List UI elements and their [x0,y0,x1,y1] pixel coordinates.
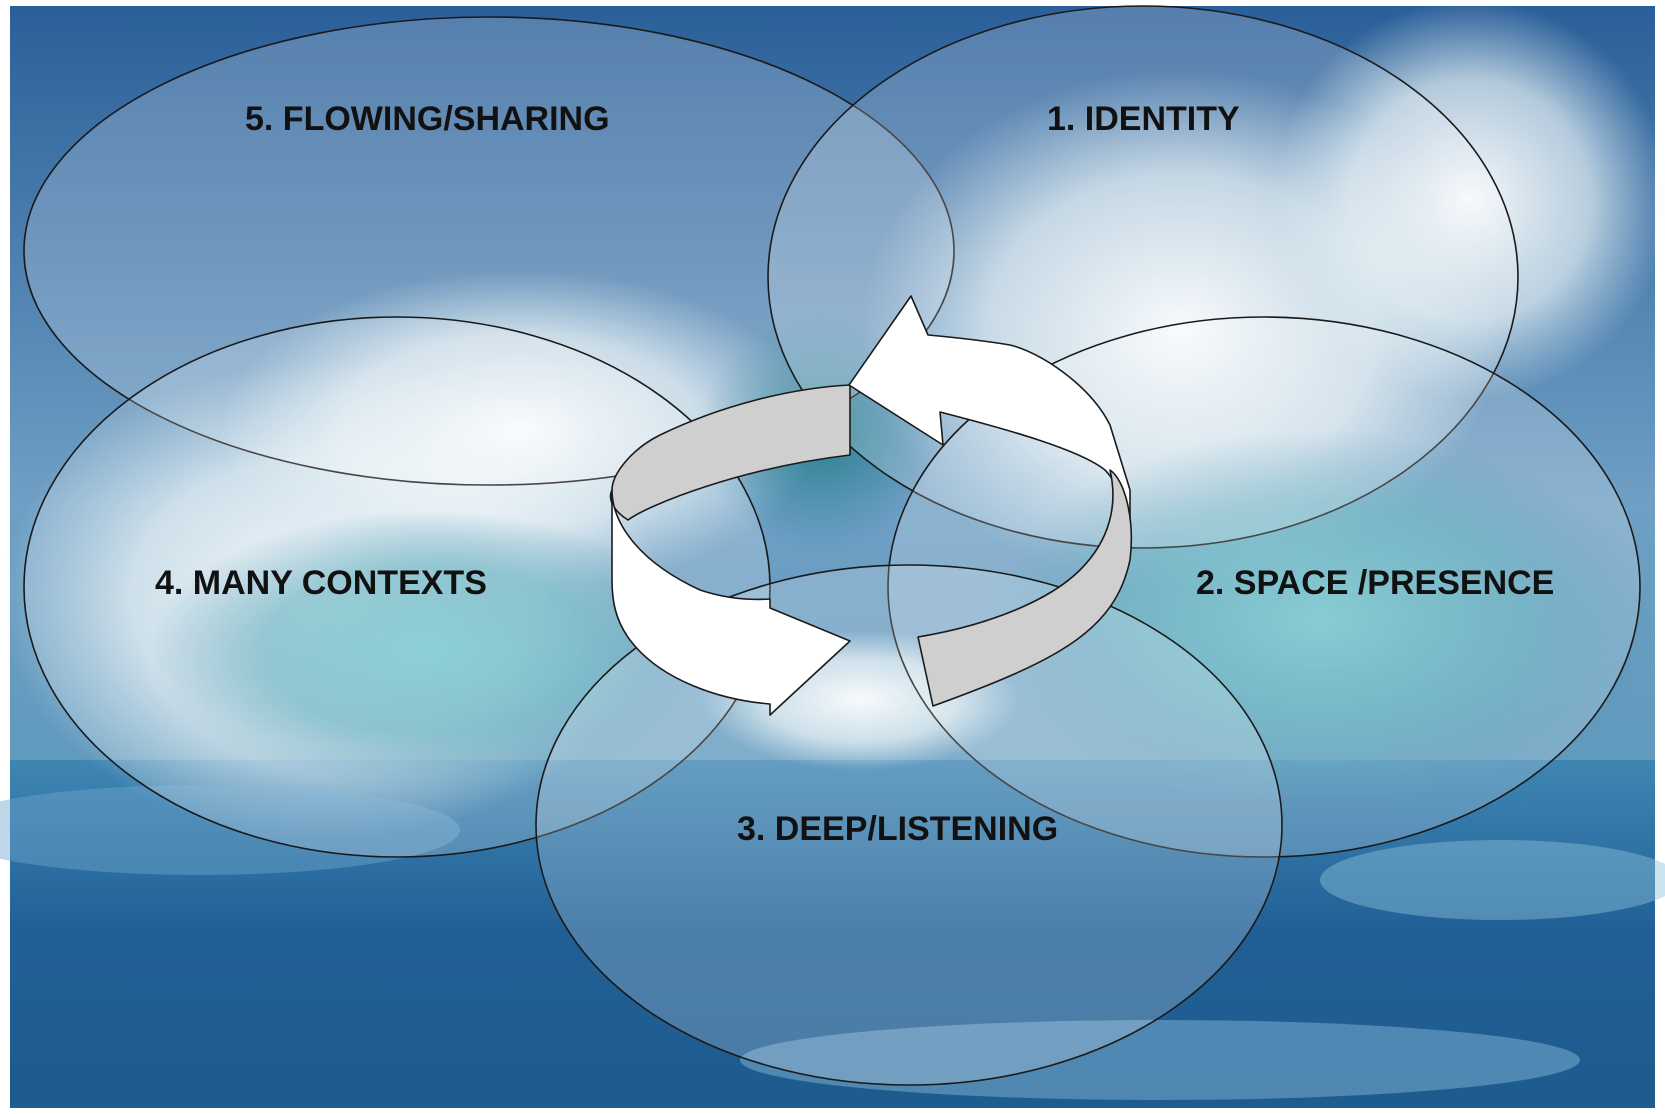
stage-label-flowing-sharing: 5. FLOWING/SHARING [245,100,610,138]
circular-arrows-icon [609,295,1133,716]
stage-ellipse-many-contexts [23,316,771,858]
stage-label-identity: 1. IDENTITY [1047,100,1240,138]
stage-ellipse-flowing-sharing [23,16,955,486]
stage-label-deep-listening: 3. DEEP/LISTENING [737,810,1058,848]
stage-label-space-presence: 2. SPACE /PRESENCE [1196,564,1554,602]
stage-label-many-contexts: 4. MANY CONTEXTS [155,564,487,602]
